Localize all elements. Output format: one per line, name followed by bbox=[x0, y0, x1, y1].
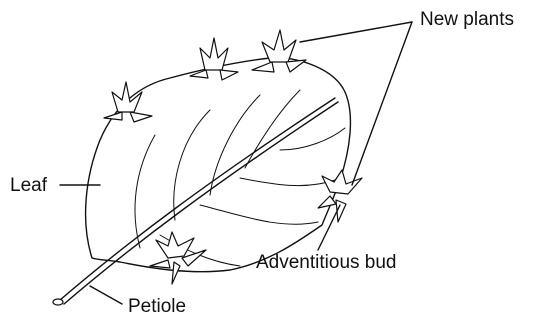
new-plant-3 bbox=[252, 30, 306, 72]
adventitious-bud-plantlet bbox=[150, 232, 206, 284]
adventitious-bud-text: Adventitious bud bbox=[256, 252, 397, 273]
petiole-stem bbox=[53, 299, 63, 305]
leaf-text: Leaf bbox=[10, 175, 48, 196]
label-petiole: Petiole bbox=[90, 286, 186, 317]
new-plants-text: New plants bbox=[420, 9, 514, 30]
petiole-text: Petiole bbox=[128, 296, 186, 317]
new-plant-2 bbox=[190, 38, 238, 80]
